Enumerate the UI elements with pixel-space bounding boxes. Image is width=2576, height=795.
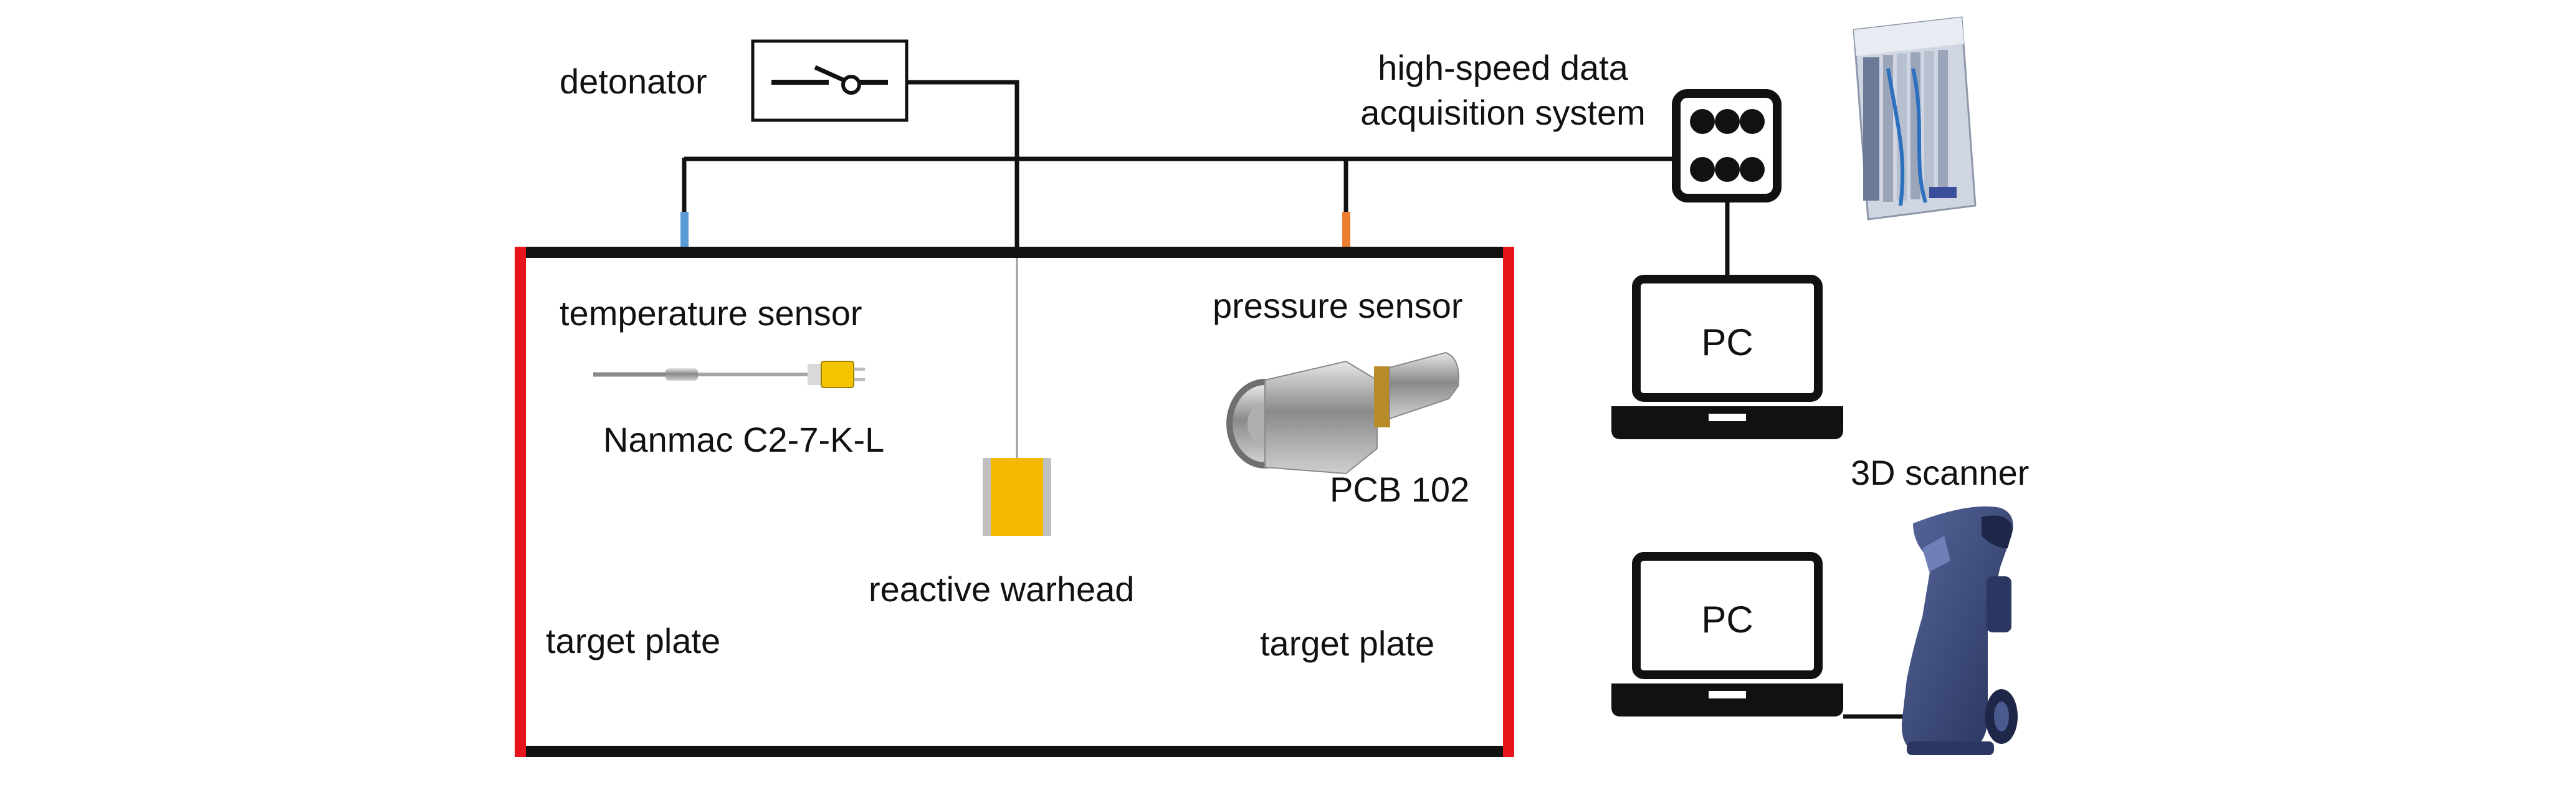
- chamber-top-wall: [515, 247, 1514, 258]
- detonator-label: detonator: [560, 62, 707, 101]
- target-plate-right-label: target plate: [1260, 624, 1434, 663]
- detonator-wire: [907, 80, 1019, 250]
- daq-box-icon: [1672, 89, 1782, 202]
- thermocouple-image: [593, 361, 865, 388]
- pressure-sensor-image: [1226, 351, 1459, 475]
- test-chamber: [515, 247, 1514, 757]
- pressure-model-label: PCB 102: [1330, 470, 1469, 509]
- daq-hardware-image: [1853, 16, 1977, 221]
- pressure-probe-stub: [1342, 212, 1350, 248]
- daq-label-line1: high-speed data: [1378, 48, 1629, 87]
- target-plate-left-label: target plate: [546, 621, 720, 660]
- reactive-warhead-label: reactive warhead: [869, 569, 1134, 609]
- scanner-image: [1901, 506, 2018, 755]
- scanner-label: 3D scanner: [1851, 453, 2029, 492]
- detonator-switch-icon: [751, 39, 909, 122]
- target-plate-left-edge: [515, 247, 526, 757]
- pressure-sensor-label: pressure sensor: [1213, 286, 1463, 325]
- pc-bottom-label: PC: [1701, 599, 1753, 640]
- temperature-probe-stub: [680, 212, 689, 248]
- laptop-bottom-icon: [1611, 552, 1843, 716]
- laptop-top-icon: [1611, 275, 1843, 439]
- daq-label-line2: acquisition system: [1360, 93, 1646, 132]
- labels: detonator high-speed data acquisition sy…: [546, 48, 2029, 663]
- target-plate-right-edge: [1503, 247, 1514, 757]
- temperature-sensor-label: temperature sensor: [560, 293, 862, 333]
- temperature-model-label: Nanmac C2-7-K-L: [603, 420, 884, 459]
- reactive-warhead-icon: [983, 458, 1051, 536]
- wiring: [682, 80, 1908, 719]
- pc-top-label: PC: [1701, 321, 1753, 363]
- chamber-bottom-wall: [515, 746, 1514, 757]
